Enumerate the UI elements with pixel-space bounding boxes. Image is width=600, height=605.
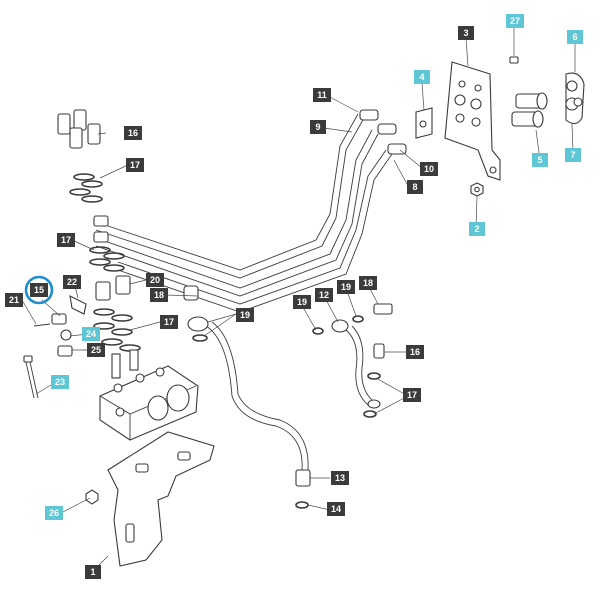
svg-text:11: 11 (317, 90, 327, 100)
svg-text:17: 17 (164, 317, 174, 327)
svg-text:22: 22 (67, 277, 77, 287)
callout-16-top[interactable]: 16 (124, 126, 142, 140)
callout-5[interactable]: 5 (532, 153, 548, 167)
svg-text:1: 1 (90, 567, 95, 577)
callout-26[interactable]: 26 (45, 506, 63, 520)
return-pipe-part (205, 321, 311, 509)
svg-text:17: 17 (407, 390, 417, 400)
callout-22[interactable]: 22 (63, 275, 81, 289)
pipe-fittings-part (57, 109, 141, 352)
callout-13[interactable]: 13 (331, 471, 349, 485)
callout-17-top[interactable]: 17 (126, 158, 144, 172)
svg-text:6: 6 (572, 32, 577, 42)
callout-17-mid-left[interactable]: 17 (57, 233, 75, 247)
callout-11[interactable]: 11 (313, 88, 331, 102)
svg-text:5: 5 (537, 155, 542, 165)
svg-text:19: 19 (240, 310, 250, 320)
callout-27[interactable]: 27 (506, 14, 524, 28)
callout-7[interactable]: 7 (565, 148, 581, 162)
callout-20[interactable]: 20 (146, 273, 164, 287)
callout-12[interactable]: 12 (315, 288, 333, 302)
nut-part (470, 182, 484, 197)
callout-17-lower[interactable]: 17 (160, 315, 178, 329)
banjo-fitting-part (183, 285, 209, 342)
svg-text:17: 17 (61, 235, 71, 245)
spacer-plate-part (415, 107, 433, 139)
svg-text:8: 8 (412, 182, 417, 192)
control-valve-part (99, 349, 199, 441)
svg-text:26: 26 (49, 508, 59, 518)
lever-parts (33, 295, 87, 357)
svg-text:27: 27 (510, 16, 520, 26)
svg-text:16: 16 (410, 347, 420, 357)
hydraulic-pipes-part (93, 109, 407, 313)
callout-18-left[interactable]: 18 (150, 288, 168, 302)
hose-assembly-part (312, 303, 393, 418)
callout-21[interactable]: 21 (5, 293, 23, 307)
mounting-plate-part (444, 61, 501, 181)
long-bolt-part (23, 355, 39, 399)
callout-15-highlighted[interactable]: 15 (24, 275, 54, 305)
svg-text:12: 12 (319, 290, 329, 300)
valve-bracket-part (107, 431, 215, 567)
bracket-bolt-part (85, 489, 99, 505)
dust-cap-part (565, 72, 585, 125)
svg-text:14: 14 (331, 504, 341, 514)
callout-19-left[interactable]: 19 (236, 308, 254, 322)
callout-25[interactable]: 25 (87, 343, 105, 357)
callout-16-right[interactable]: 16 (406, 345, 424, 359)
svg-text:25: 25 (91, 345, 101, 355)
callout-8[interactable]: 8 (407, 180, 423, 194)
svg-text:19: 19 (297, 297, 307, 307)
callout-19-right[interactable]: 19 (337, 280, 355, 294)
svg-text:4: 4 (419, 72, 424, 82)
svg-text:2: 2 (474, 224, 479, 234)
callout-6[interactable]: 6 (567, 30, 583, 44)
svg-text:19: 19 (341, 282, 351, 292)
callout-9[interactable]: 9 (310, 120, 326, 134)
svg-text:16: 16 (128, 128, 138, 138)
svg-text:9: 9 (315, 122, 320, 132)
svg-text:7: 7 (570, 150, 575, 160)
svg-text:15: 15 (34, 285, 44, 295)
callout-14[interactable]: 14 (327, 502, 345, 516)
callout-4[interactable]: 4 (414, 70, 430, 84)
callout-24[interactable]: 24 (82, 327, 100, 341)
svg-text:18: 18 (154, 290, 164, 300)
callout-10[interactable]: 10 (420, 162, 438, 176)
screw-part (509, 56, 519, 64)
callout-23[interactable]: 23 (51, 375, 69, 389)
svg-text:17: 17 (130, 160, 140, 170)
callout-2[interactable]: 2 (469, 222, 485, 236)
callout-18-right[interactable]: 18 (359, 276, 377, 290)
svg-text:20: 20 (150, 275, 160, 285)
svg-text:13: 13 (335, 473, 345, 483)
svg-text:21: 21 (9, 295, 19, 305)
svg-text:10: 10 (424, 164, 434, 174)
callout-17-right[interactable]: 17 (403, 388, 421, 402)
svg-text:3: 3 (463, 28, 468, 38)
callout-3[interactable]: 3 (458, 26, 474, 40)
quick-coupling-part (511, 92, 548, 128)
callout-1[interactable]: 1 (85, 565, 101, 579)
svg-text:18: 18 (363, 278, 373, 288)
svg-text:24: 24 (86, 329, 96, 339)
callout-19-mid[interactable]: 19 (293, 295, 311, 309)
svg-text:23: 23 (55, 377, 65, 387)
